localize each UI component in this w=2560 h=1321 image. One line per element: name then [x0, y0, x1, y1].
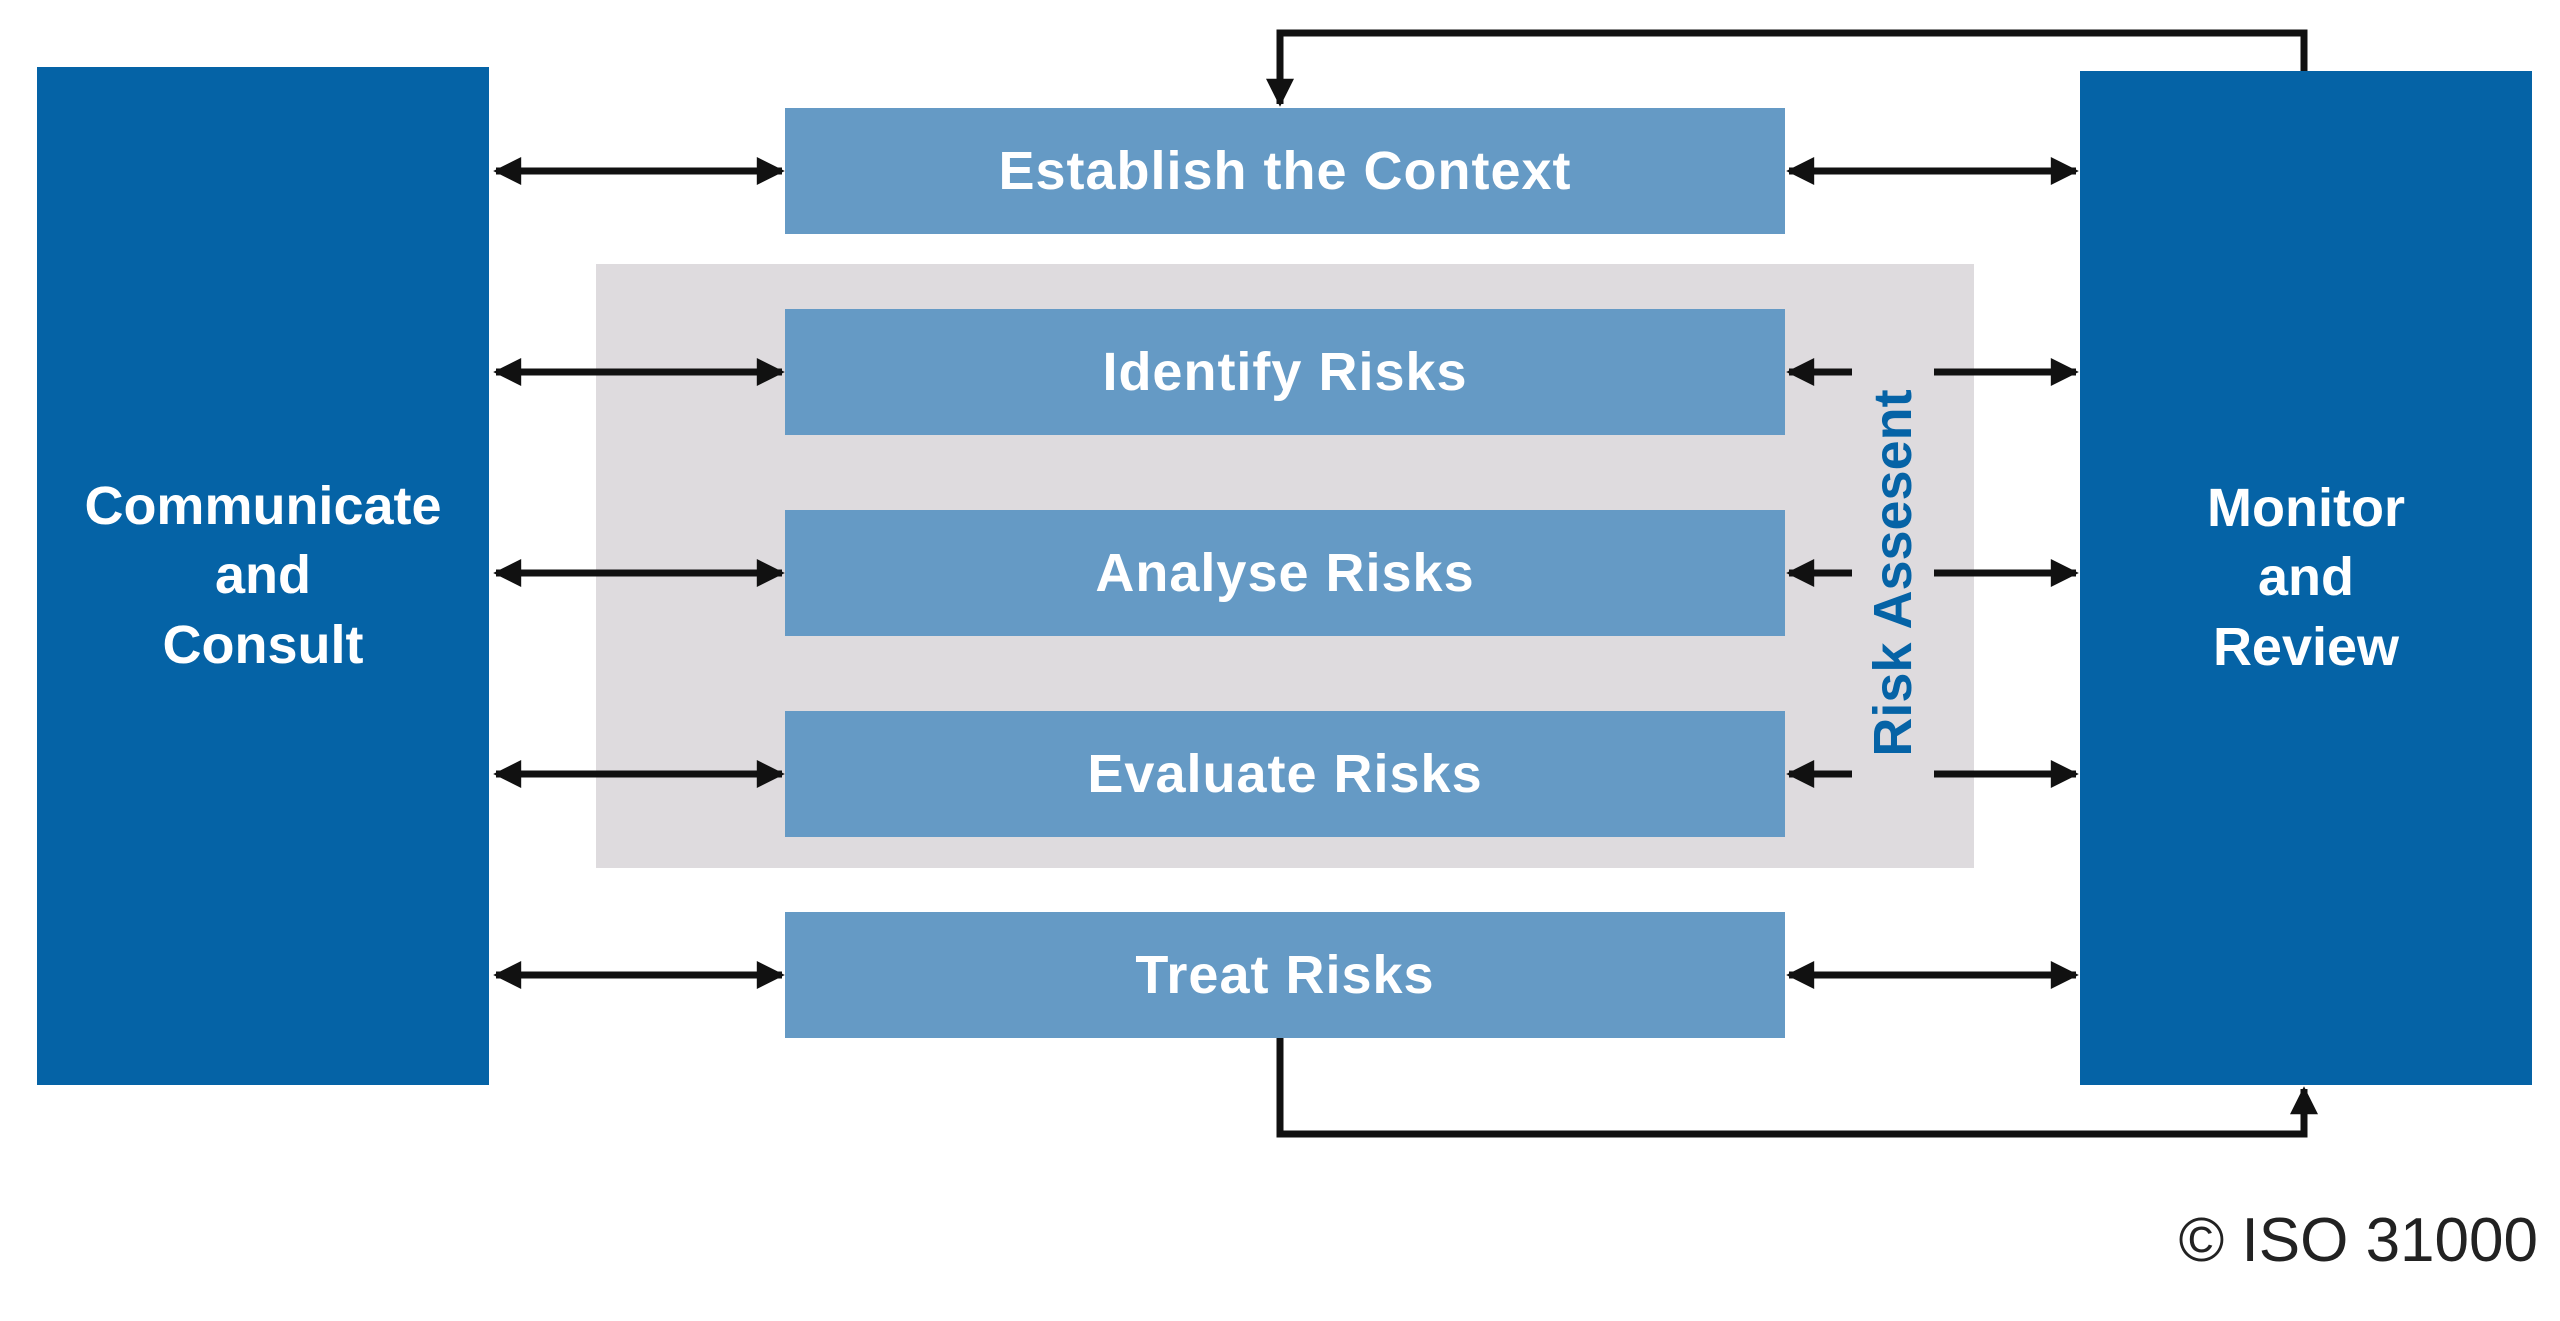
- risk-assessment-text: Risk Assesent: [1863, 389, 1923, 757]
- step-identify-risks: Identify Risks: [785, 309, 1785, 435]
- step-evaluate-risks: Evaluate Risks: [785, 711, 1785, 837]
- copyright-notice: © ISO 31000: [2108, 1205, 2538, 1283]
- top-feedback-loop: [1266, 29, 2308, 107]
- copyright-text: © ISO 31000: [2178, 1206, 2538, 1275]
- step-label: Treat Risks: [1135, 945, 1435, 1005]
- step-label: Identify Risks: [1102, 342, 1468, 402]
- bottom-feedback-loop: [1276, 1038, 2318, 1138]
- step-treat-risks: Treat Risks: [785, 912, 1785, 1038]
- step-establish-context: Establish the Context: [785, 108, 1785, 234]
- step-label: Establish the Context: [998, 141, 1572, 201]
- panel-line: Review: [2212, 616, 2400, 677]
- step-label: Analyse Risks: [1095, 543, 1475, 603]
- panel-line: Monitor: [2207, 478, 2405, 539]
- communicate-consult-panel: Communicate and Consult: [37, 67, 489, 1085]
- panel-line: and: [214, 545, 311, 606]
- step-label: Evaluate Risks: [1087, 744, 1483, 804]
- monitor-review-panel: Monitor and Review: [2080, 71, 2532, 1085]
- risk-assessment-label: Risk Assesent: [1863, 373, 1923, 773]
- step-analyse-risks: Analyse Risks: [785, 510, 1785, 636]
- panel-line: and: [2257, 547, 2354, 608]
- panel-line: Consult: [162, 614, 364, 675]
- panel-line: Communicate: [84, 476, 442, 537]
